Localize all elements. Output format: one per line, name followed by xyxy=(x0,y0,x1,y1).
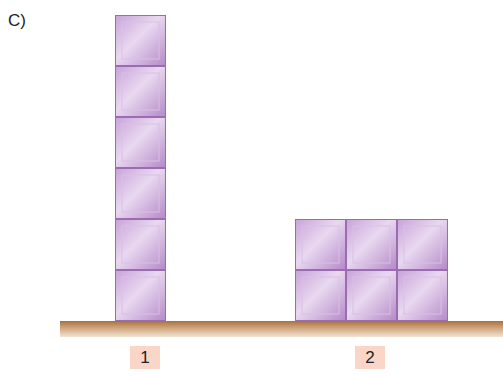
cube xyxy=(116,169,166,219)
cube xyxy=(398,220,448,270)
cube xyxy=(347,220,397,270)
cube-face xyxy=(122,124,159,161)
ground-bar xyxy=(60,321,503,337)
cube-face xyxy=(302,226,339,263)
cube-face xyxy=(122,226,159,263)
tag-number: 2 xyxy=(365,349,374,366)
part-letter: C) xyxy=(8,12,26,29)
cube xyxy=(116,271,166,321)
tag-number: 1 xyxy=(140,349,149,366)
cube-face xyxy=(122,73,159,110)
cube-face xyxy=(353,226,390,263)
number-tag: 1 xyxy=(130,346,160,369)
cube-face xyxy=(122,22,159,59)
cube xyxy=(347,271,397,321)
cube-face xyxy=(353,277,390,314)
cube xyxy=(116,118,166,168)
cube xyxy=(116,16,166,66)
cube xyxy=(116,220,166,270)
cube xyxy=(116,67,166,117)
cube-face xyxy=(404,226,441,263)
cube xyxy=(398,271,448,321)
cube-face xyxy=(404,277,441,314)
cube xyxy=(296,220,346,270)
cube-group xyxy=(116,16,448,321)
cube-face xyxy=(302,277,339,314)
cube-face xyxy=(122,175,159,212)
cube-face xyxy=(122,277,159,314)
cube xyxy=(296,271,346,321)
number-tag: 2 xyxy=(355,346,385,369)
